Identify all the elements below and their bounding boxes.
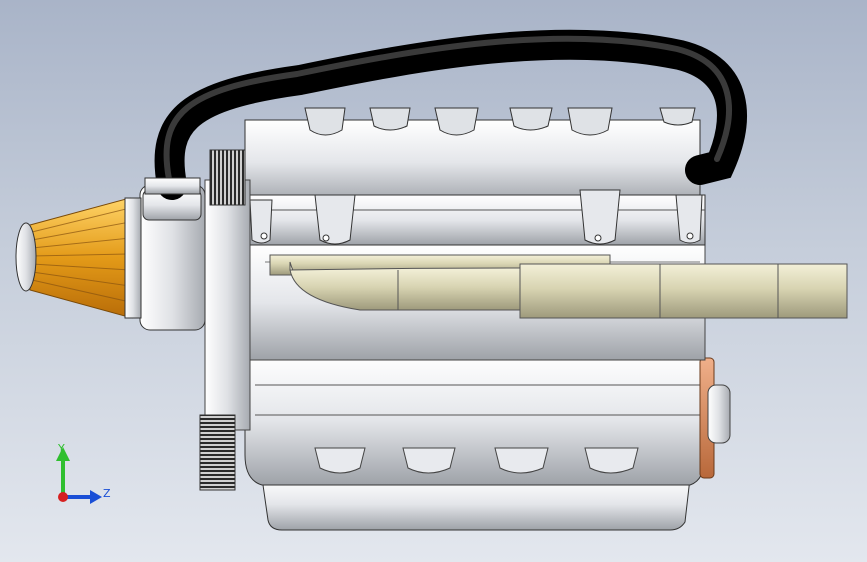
air-filter [29, 197, 133, 319]
exhaust-pipe [519, 263, 848, 319]
head-bolt-bosses [249, 189, 703, 245]
triad-axes [56, 447, 102, 504]
oil-pan [261, 477, 691, 531]
y-axis-label: Y [58, 442, 65, 455]
x-axis-dot [58, 492, 68, 502]
cam-pulley [209, 149, 246, 206]
front-cover [204, 179, 251, 431]
engine-block [244, 354, 706, 486]
head-cam-bosses [304, 107, 696, 136]
y-axis-arrow [56, 447, 70, 461]
output-shaft [707, 384, 731, 444]
head-gasket-area [244, 194, 706, 246]
air-filter-cap [15, 222, 37, 292]
z-axis-label: Z [103, 487, 111, 500]
cylinder-head [244, 119, 701, 206]
hose-clamp [144, 177, 201, 195]
z-axis-arrow [90, 490, 102, 504]
flywheel [199, 414, 236, 491]
block-bolt-bosses [314, 447, 639, 474]
coordinate-triad: Y Z [40, 435, 130, 515]
